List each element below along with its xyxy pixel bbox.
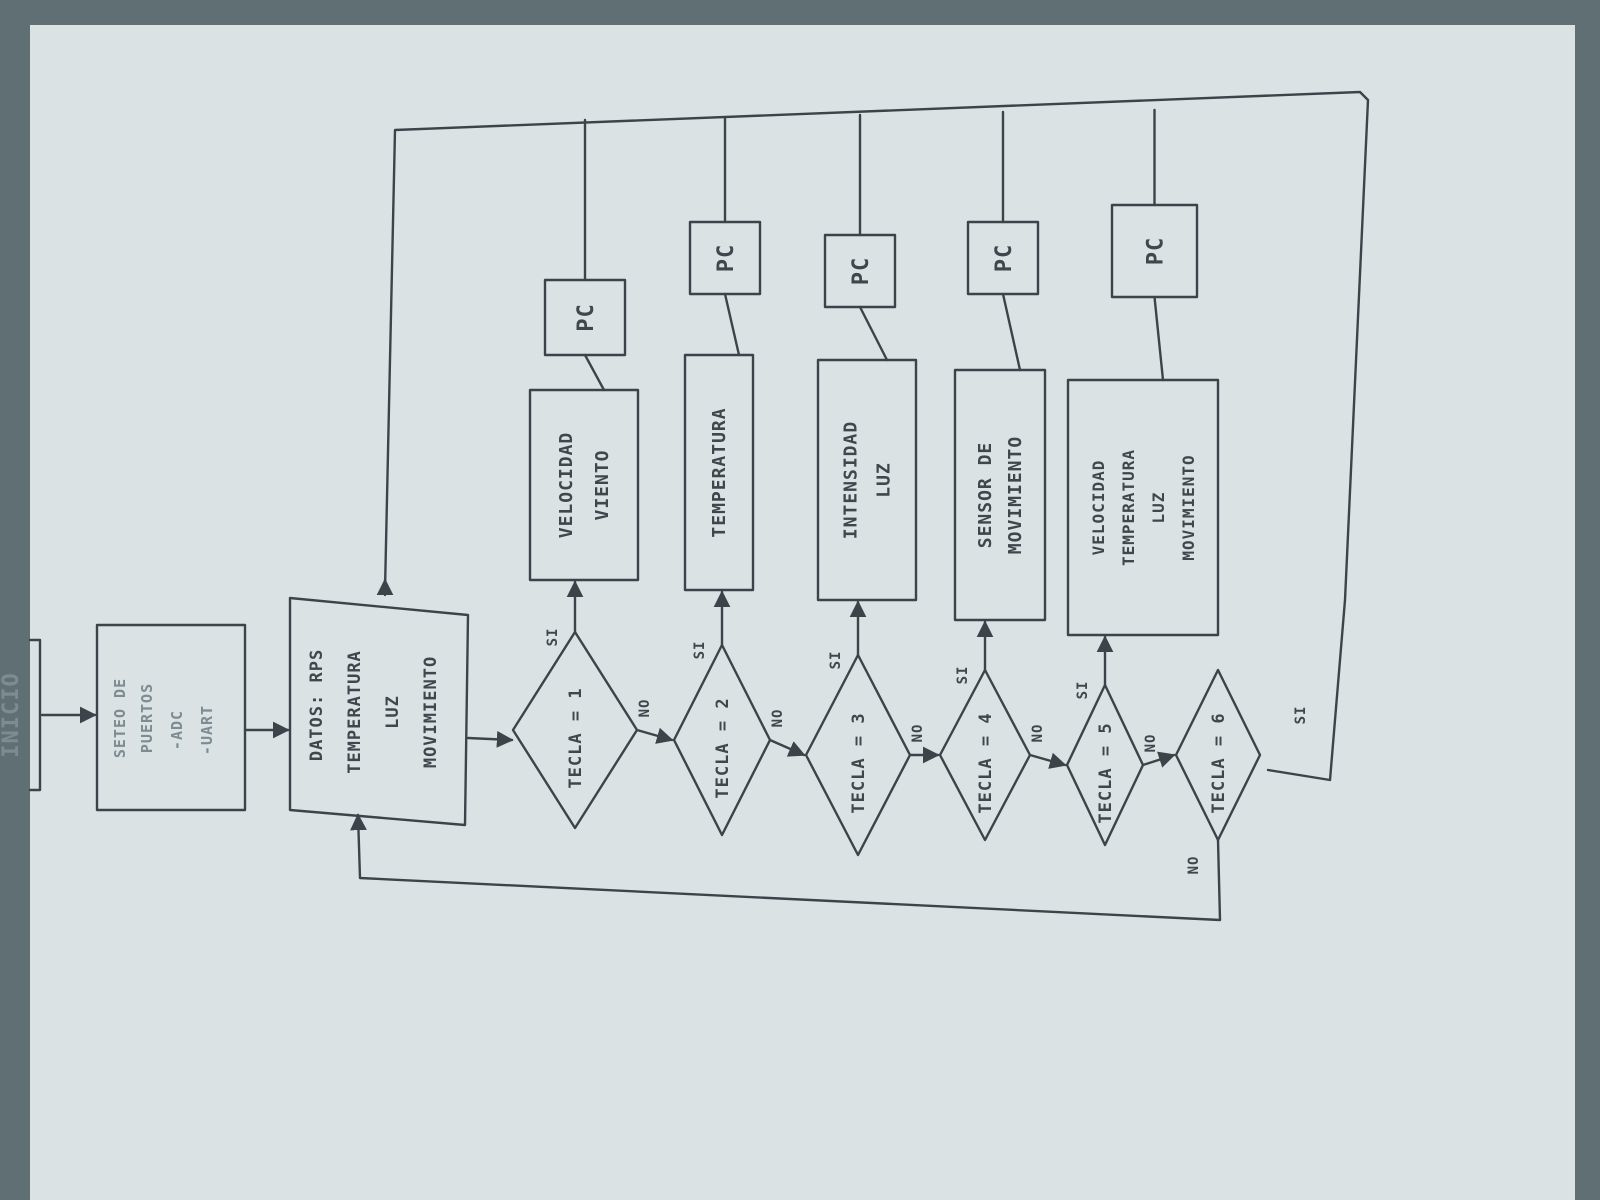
setup-line-1: SETEO DE (111, 678, 129, 758)
action-box-2 (683, 353, 755, 592)
action-line-4-2: MOVIMIENTO (1005, 436, 1026, 554)
data-box (288, 596, 470, 827)
edge-action-pc-5 (1153, 295, 1165, 382)
yes-label-6: SI (1293, 706, 1309, 725)
edge-no-4 (1028, 752, 1067, 769)
yes-label-1: SI (545, 628, 561, 647)
action-line-5-3: LUZ (1149, 492, 1168, 524)
data-line-1: DATOS: RPS (307, 649, 327, 761)
action-box-3 (816, 358, 918, 602)
edge-no-1 (635, 727, 674, 744)
pc-label-3: PC (849, 257, 874, 286)
edge-action-pc-2 (723, 292, 741, 357)
decision-diamond-6 (1174, 668, 1262, 842)
action-line-5-1: VELOCIDAD (1089, 460, 1108, 556)
decision-label-1: TECLA = 1 (566, 687, 586, 788)
no-label-5: NO (1143, 734, 1159, 753)
data-line-2: TEMPERATURA (345, 650, 365, 774)
data-line-3: LUZ (383, 695, 403, 729)
edge-no-5 (1141, 751, 1176, 768)
edge-data-decision1 (466, 730, 514, 748)
pc-label-2: PC (714, 244, 739, 273)
action-line-1-1: VELOCIDAD (556, 432, 577, 539)
paper-sheet (30, 25, 1575, 1200)
decision-label-3: TECLA = 3 (849, 712, 869, 813)
action-box-4 (953, 368, 1047, 622)
no-label-1: NO (637, 699, 653, 718)
setup-block: SETEO DE PUERTOS -ADC -UART (95, 623, 247, 812)
pc-label-1: PC (574, 303, 599, 332)
action-line-1-2: VIENTO (592, 449, 613, 520)
start-label: INICIO (0, 672, 24, 757)
setup-line-4: -UART (198, 705, 216, 755)
action-line-5-4: MOVIMIENTO (1179, 454, 1198, 560)
no-label-6: NO (1186, 856, 1202, 875)
top-feedback-bus (383, 90, 1370, 782)
edge-action-pc-1 (583, 353, 606, 392)
yes-label-5: SI (1075, 681, 1091, 700)
decision-label-5: TECLA = 5 (1096, 722, 1116, 823)
pc-label-4: PC (992, 244, 1017, 273)
bottom-no-loop (350, 813, 1222, 922)
action-box-1 (528, 388, 640, 582)
no-label-3: NO (910, 724, 926, 743)
action-line-3-2: LUZ (873, 462, 894, 498)
data-line-4: MOVIMIENTO (421, 656, 441, 768)
decision-label-2: TECLA = 2 (713, 697, 733, 798)
edge-action-pc-3 (858, 305, 889, 362)
yes-label-2: SI (692, 641, 708, 660)
action-box-5 (1066, 378, 1220, 637)
decision-label-4: TECLA = 4 (976, 712, 996, 813)
paper-shading (30, 25, 1575, 1200)
start-terminal: INICIO (0, 638, 42, 792)
pc-label-5: PC (1144, 237, 1169, 266)
data-block: DATOS: RPS TEMPERATURA LUZ MOVIMIENTO (288, 596, 470, 827)
no-label-4: NO (1030, 724, 1046, 743)
setup-box (95, 623, 247, 812)
setup-line-3: -ADC (168, 710, 186, 750)
action-line-4-1: SENSOR DE (975, 442, 996, 549)
yes-label-4: SI (955, 666, 971, 685)
action-line-2-1: TEMPERATURA (709, 407, 730, 537)
edge-no-2 (768, 738, 806, 757)
action-line-3-1: INTENSIDAD (841, 421, 862, 539)
decision-label-6: TECLA = 6 (1209, 712, 1229, 813)
action-line-5-2: TEMPERATURA (1119, 449, 1138, 566)
edge-action-pc-4 (1001, 292, 1022, 372)
yes-label-3: SI (828, 651, 844, 670)
branch-group: TECLA = 1 NO SI VELOCIDAD VIENTO PC TECLA = 2 N… (511, 108, 1309, 875)
setup-line-2: PUERTOS (138, 683, 156, 753)
no-label-2: NO (770, 709, 786, 728)
